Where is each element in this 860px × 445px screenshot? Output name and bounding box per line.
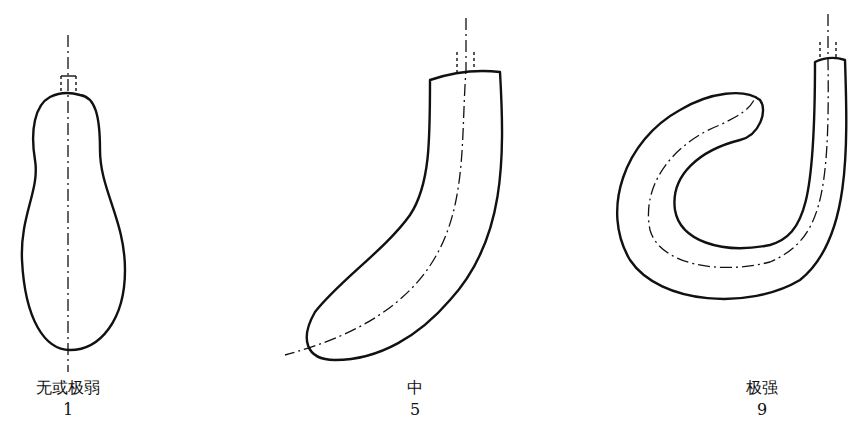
grade-number: 5 (410, 400, 420, 419)
grade-name: 极强 (746, 378, 778, 397)
grade-number: 1 (63, 400, 73, 419)
grade-number: 9 (757, 400, 767, 419)
grade-name: 中 (407, 378, 423, 397)
grade-name: 无或极弱 (36, 378, 100, 397)
